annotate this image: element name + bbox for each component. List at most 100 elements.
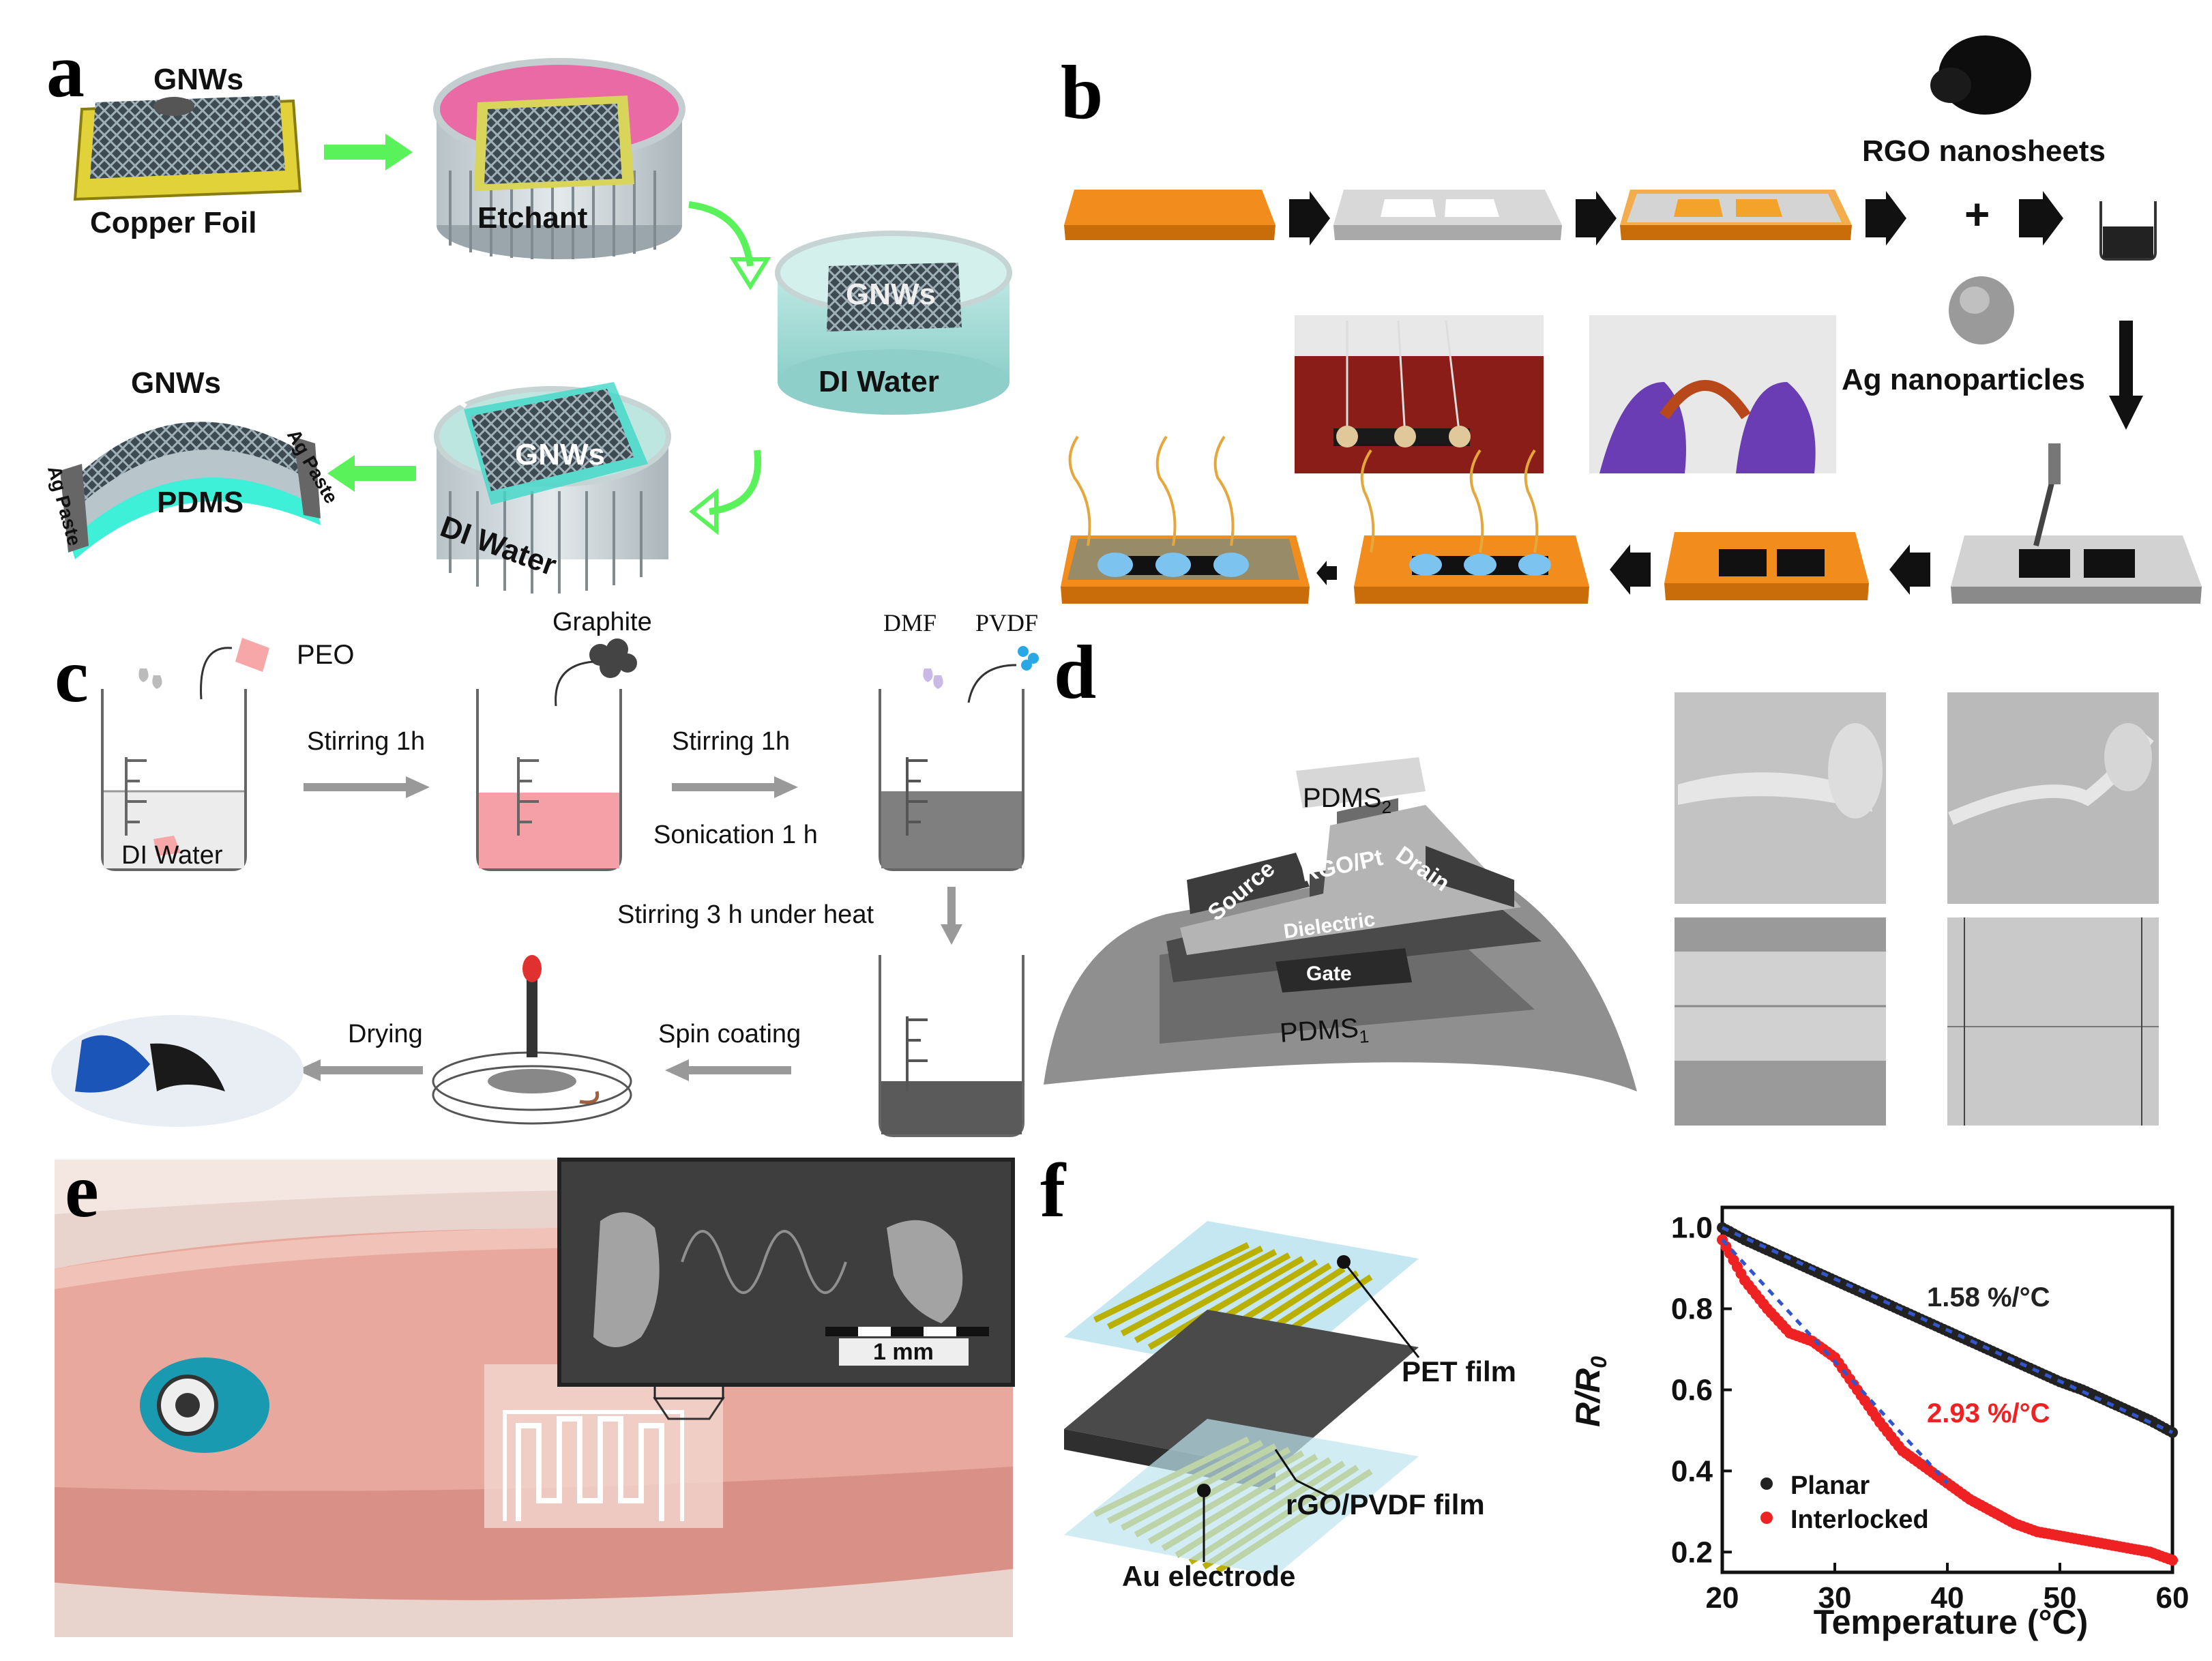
- flexibility-photos: [1675, 692, 2159, 1126]
- gnws-water-label: GNWs: [846, 278, 936, 311]
- rgo-nanosheets-label: RGO nanosheets: [1862, 134, 2106, 168]
- black-arrow-2: [1576, 191, 1617, 246]
- encapsulated-device: [1061, 435, 1310, 604]
- chart-annotation-planar: 1.58 %/°C: [1927, 1282, 2050, 1312]
- black-arrow-1: [1289, 191, 1330, 246]
- etchant-dish: [433, 58, 685, 259]
- chart-y-axis-label-sub: 0: [1587, 1356, 1611, 1368]
- y-tick-label: 1.0: [1671, 1211, 1713, 1245]
- device-photo-red: [1295, 315, 1544, 473]
- beaker-3: [879, 646, 1039, 871]
- mask-substrate: [1333, 190, 1562, 240]
- nail-sticker: [140, 1357, 269, 1453]
- y-tick-label: 0.2: [1671, 1535, 1713, 1569]
- dmf-label: DMF: [883, 609, 937, 636]
- sensor-layer-stack: [1064, 1221, 1420, 1576]
- tft-layer-stack: [1044, 757, 1637, 1091]
- orange-substrate: [1064, 190, 1275, 240]
- panel-f-illustration: [1064, 1221, 1420, 1576]
- beaker-4: [879, 955, 1024, 1137]
- rgo-pvdf-label: rGO/PVDF film: [1286, 1488, 1485, 1520]
- fit-line-planar: [1721, 1226, 2174, 1435]
- panel-e-illustration: [55, 1158, 1015, 1637]
- ag-nanoparticles-label: Ag nanoparticles: [1842, 363, 2085, 396]
- arrow-c4: [665, 1059, 791, 1081]
- curved-pdms-device: [60, 422, 321, 559]
- copper-foil-label: Copper Foil: [90, 206, 257, 239]
- fit-line-interlocked: [1721, 1238, 1949, 1484]
- x-tick-label: 20: [1706, 1581, 1739, 1615]
- panel-a-illustration: [60, 58, 1012, 593]
- copper-foil-sample: [73, 95, 302, 201]
- black-arrow-4: [2019, 191, 2063, 246]
- etchant-label: Etchant: [477, 201, 588, 235]
- pvdf-label: PVDF: [975, 609, 1039, 636]
- panel-label-c: c: [55, 634, 89, 718]
- pet-film-label: PET film: [1402, 1355, 1517, 1387]
- panel-c-illustration: [51, 638, 1039, 1137]
- chart-x-axis-label: Temperature (°C): [1814, 1603, 2088, 1641]
- ink-beaker: [2099, 201, 2157, 261]
- di-water-label: DI Water: [819, 365, 939, 398]
- chart-y-axis-label: R/R0: [1569, 1356, 1611, 1427]
- gnws-tilted-label: GNWs: [515, 438, 605, 471]
- panel-label-e: e: [65, 1149, 99, 1233]
- black-arrow-6: [1610, 544, 1651, 595]
- legend-marker-interlocked: [1760, 1512, 1773, 1524]
- arrow-c3: [941, 887, 962, 945]
- ag-powder: [1949, 276, 2014, 344]
- au-electrode-label: Au electrode: [1122, 1560, 1296, 1592]
- green-arrow-1: [324, 134, 413, 171]
- gnws-label-top: GNWs: [153, 63, 244, 96]
- panel-label-b: b: [1061, 50, 1104, 135]
- gnws-final-label: GNWs: [131, 366, 221, 400]
- pdms-final-label: PDMS: [157, 486, 244, 519]
- x-tick-label: 40: [1931, 1581, 1964, 1615]
- black-arrow-5: [1889, 544, 1930, 595]
- pipette-substrate: [1951, 443, 2202, 604]
- di-water-dish: [775, 231, 1012, 415]
- pdms-transfer-dish: [434, 382, 671, 593]
- x-tick-label: 50: [2044, 1581, 2077, 1615]
- black-arrow-3: [1866, 191, 1906, 246]
- pdms2-label-sub: 2: [1381, 797, 1392, 817]
- plus-sign: +: [1964, 190, 1990, 239]
- stirring-1h-label-a: Stirring 1h: [307, 727, 426, 756]
- drying-label: Drying: [348, 1020, 423, 1048]
- masked-orange-substrate: [1620, 190, 1852, 240]
- sonication-label: Sonication 1 h: [653, 821, 818, 849]
- black-arrow-down: [2109, 321, 2143, 430]
- rgo-powder: [1930, 35, 2031, 115]
- spin-coating-label: Spin coating: [658, 1020, 801, 1048]
- stirring-1h-label-b: Stirring 1h: [672, 727, 791, 756]
- arrow-c1: [304, 776, 430, 798]
- data-point-interlocked: [2167, 1555, 2178, 1566]
- chart-legend: Planar Interlocked: [1760, 1471, 1929, 1534]
- printed-orange-substrate: [1664, 532, 1869, 600]
- chart-y-axis-label-base: R/R: [1569, 1368, 1607, 1427]
- di-water-c-label: DI Water: [121, 841, 223, 870]
- sem-inset: [557, 1158, 1015, 1400]
- arrow-c2: [672, 776, 798, 798]
- scale-bar-label: 1 mm: [873, 1339, 934, 1365]
- panel-b-illustration: [1061, 35, 2202, 604]
- chart-y-ticks: 0.20.40.60.81.0: [1671, 1211, 1732, 1569]
- beaker-1: [101, 638, 269, 871]
- y-tick-label: 0.8: [1671, 1293, 1713, 1326]
- stirring-heat-label: Stirring 3 h under heat: [617, 900, 874, 929]
- green-arrow-2: [688, 201, 754, 267]
- green-arrow-4: [327, 455, 416, 492]
- graphite-label: Graphite: [552, 608, 652, 636]
- chart-series-group: [1717, 1222, 2178, 1566]
- x-tick-label: 30: [1818, 1581, 1852, 1615]
- legend-label-interlocked: Interlocked: [1790, 1505, 1929, 1534]
- device-photo-bent: [1589, 315, 1836, 473]
- pdms2-label: PDMS2: [1303, 784, 1391, 816]
- legend-label-planar: Planar: [1790, 1471, 1870, 1500]
- flexible-film-photo: [51, 1015, 304, 1127]
- panel-label-d: d: [1054, 630, 1097, 715]
- arrow-c5: [297, 1059, 423, 1081]
- legend-marker-planar: [1760, 1478, 1773, 1490]
